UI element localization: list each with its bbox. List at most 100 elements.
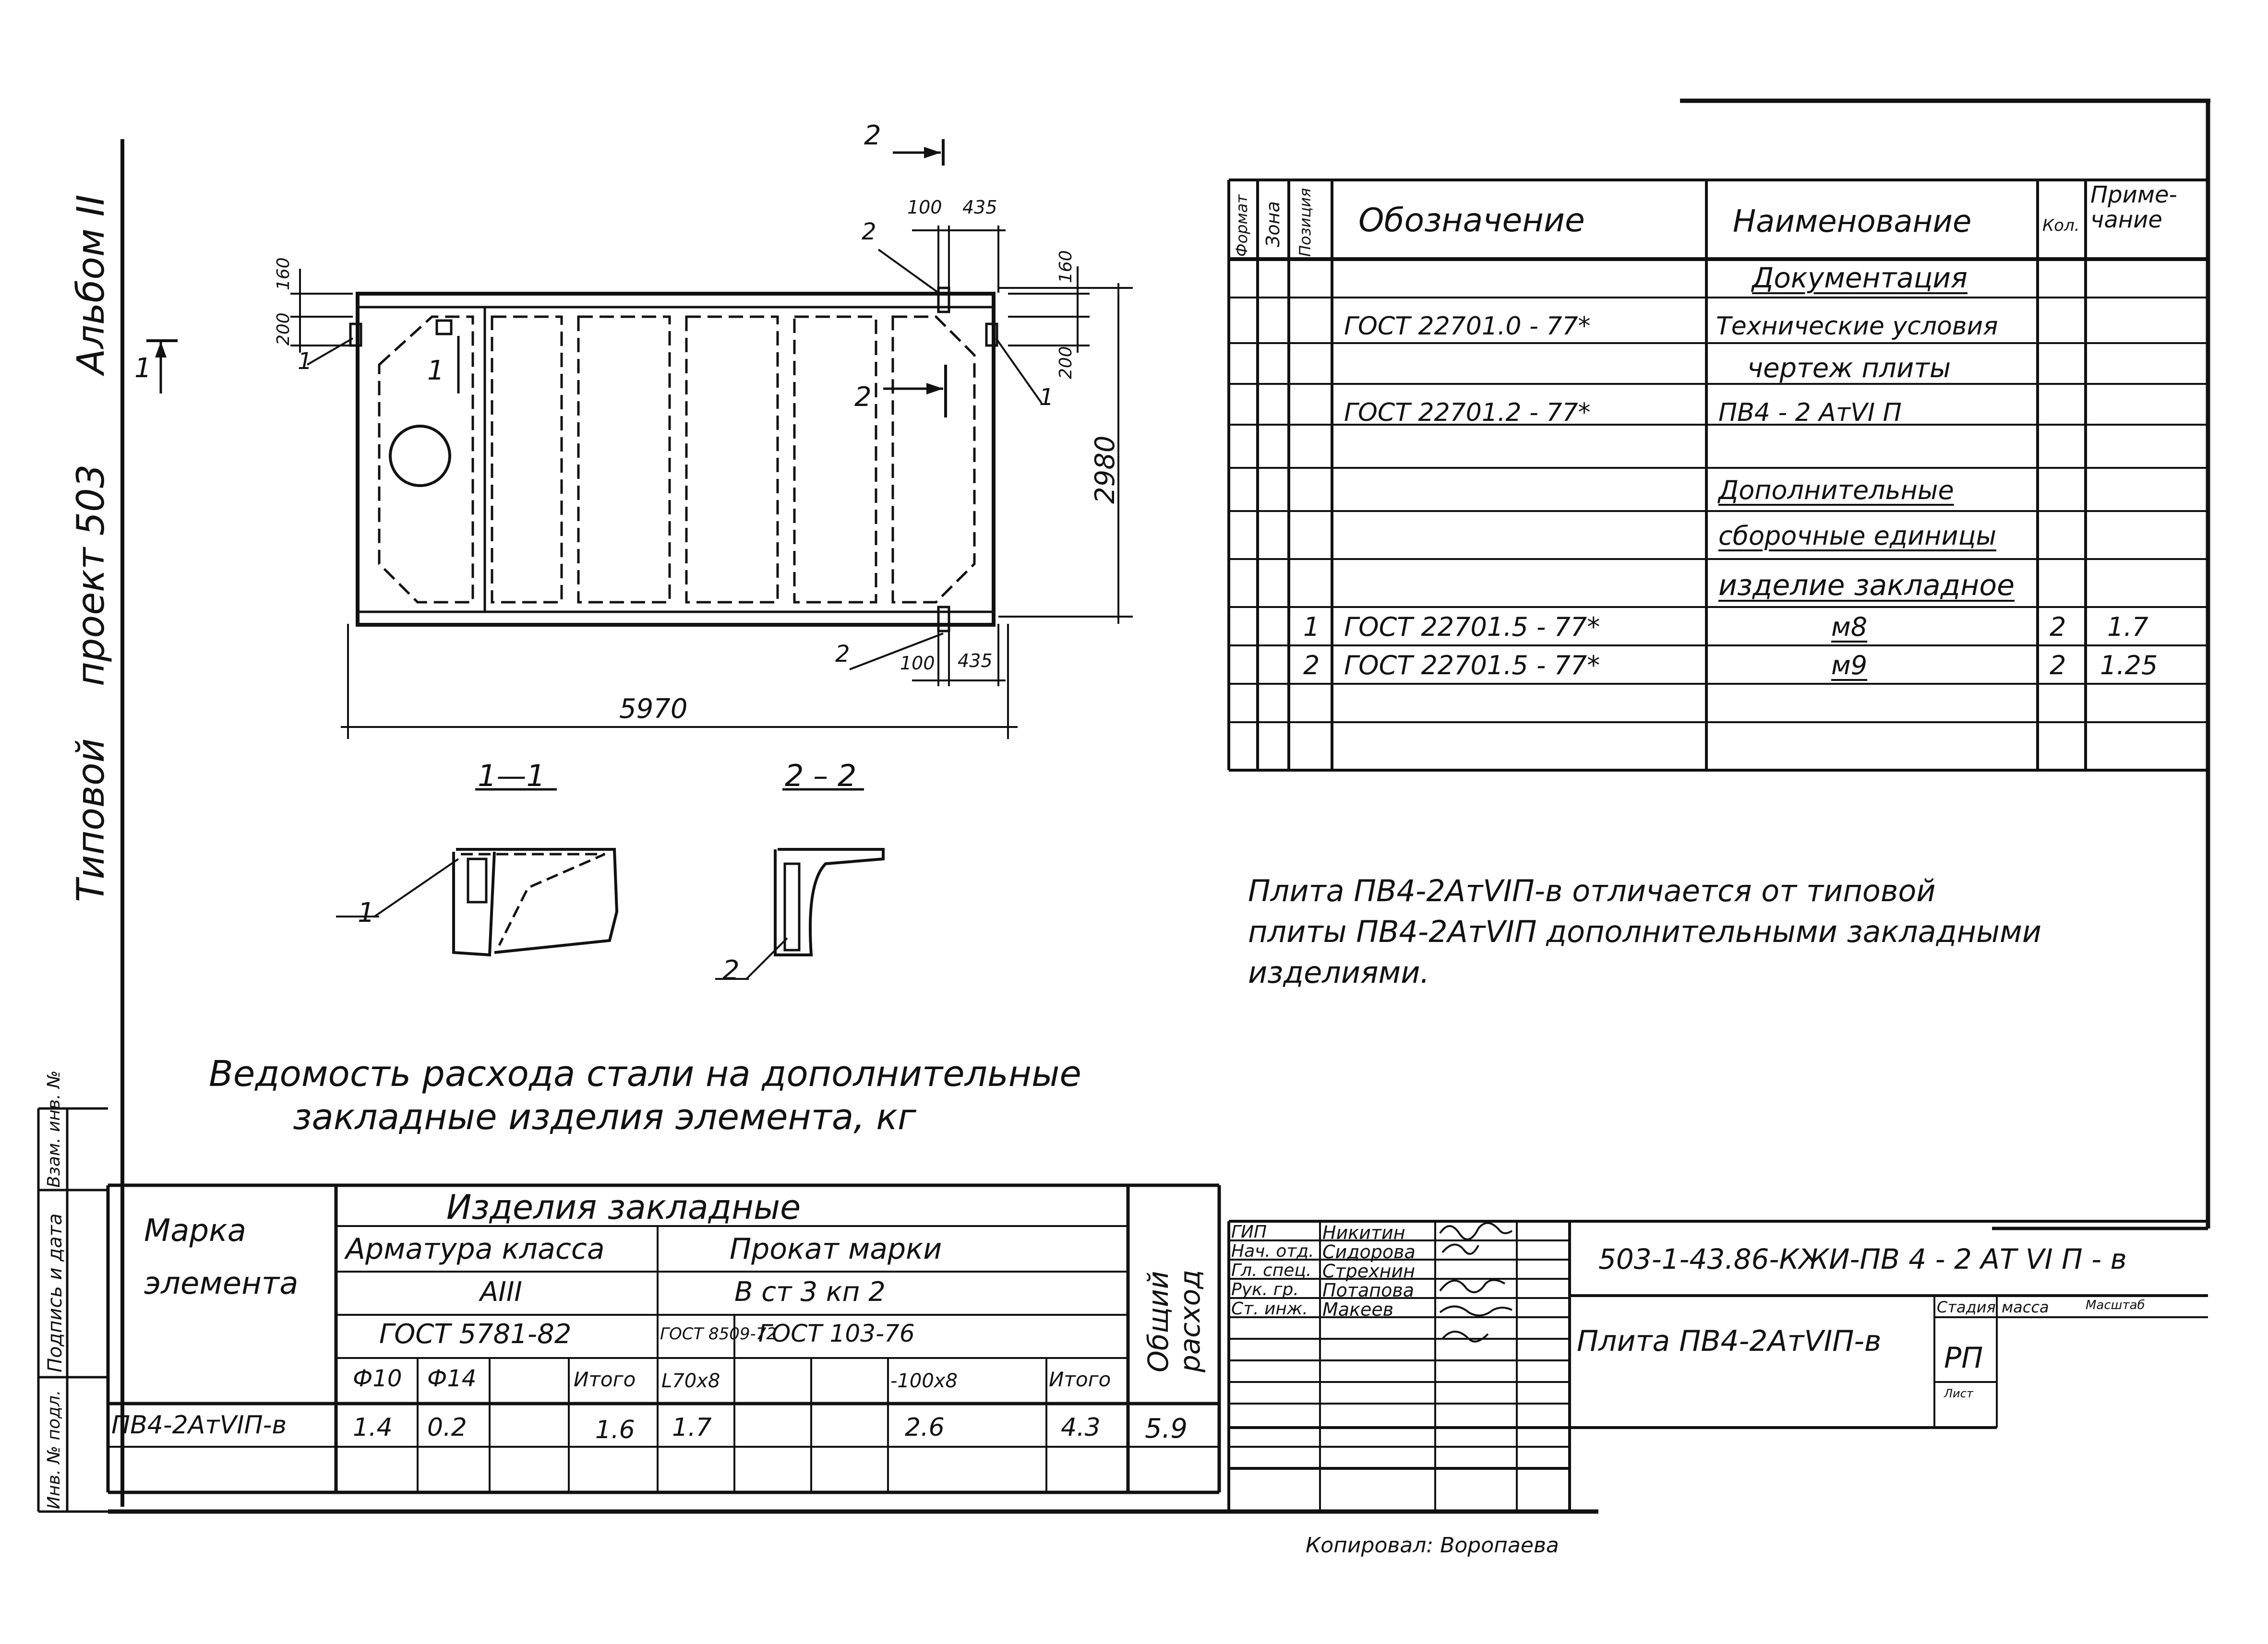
steel-rolled-grade: В ст 3 кп 2 [734,1276,886,1308]
tb-name-2: Сидорова [1322,1241,1416,1263]
spec-row-9-note: 1.7 [2107,612,2148,642]
section-arrow-2-top: 2 [864,120,881,151]
section-arrow-1-inner: 1 [427,355,444,386]
callout-1-left: 1 [298,348,312,375]
tb-doc-name: Плита ПВ4-2АтVIП-в [1577,1324,1882,1358]
spec-row-10-note: 1.25 [2100,650,2158,680]
side-title-album: Альбом II [70,194,113,374]
tb-stage-value: РП [1944,1341,1983,1375]
spec-row-9-designation: ГОСТ 22701.5 - 77* [1344,612,1600,642]
tb-doc-code: 503-1-43.86-КЖИ-ПВ 4 - 2 АТ VI П - в [1598,1243,2127,1275]
spec-row-9-pos: 1 [1303,612,1320,642]
spec-row-2-name: Технические условия [1716,312,1998,341]
spec-row-10-name: м9 [1831,650,1868,680]
tb-stage-label: Стадия [1937,1298,1996,1316]
spec-header-format: Формат [1233,194,1251,257]
spec-header-name: Наименование [1733,204,1972,239]
steel-row-f10: 1.4 [353,1413,393,1442]
steel-row-s100: 2.6 [905,1413,945,1442]
tb-sheet-label: Лист [1944,1387,1973,1400]
spec-header-designation: Обозначение [1358,202,1585,239]
spec-row-7-name: сборочные единицы [1718,521,1997,551]
steel-total-header: Общий расход [1142,1269,1206,1372]
dim-100-bottom: 100 [900,653,935,674]
tb-role-3: Гл. спец. [1231,1261,1312,1280]
dim-5970: 5970 [619,693,688,725]
spec-row-10-designation: ГОСТ 22701.5 - 77* [1344,650,1600,680]
spec-row-10-pos: 2 [1303,650,1320,680]
tb-name-4: Потапова [1322,1280,1415,1301]
tb-name-1: Никитин [1322,1222,1405,1243]
spec-header-position: Позиция [1296,188,1314,257]
dim-2980: 2980 [1090,435,1121,504]
dim-200-left: 200 [274,312,293,345]
section-1-title: 1—1 [478,758,545,793]
spec-row-9-name: м8 [1831,612,1868,642]
dim-160-right: 160 [1056,250,1076,283]
spec-row-1-name: Документация [1752,262,1968,294]
spec-header-note: Приме- чание [2090,181,2177,233]
steel-mark-header: Марка элемента [144,1213,299,1301]
tb-role-1: ГИП [1231,1222,1267,1242]
dim-435-bottom: 435 [958,650,993,671]
steel-subcol-rolled-total: Итого [1049,1368,1111,1391]
tb-role-2: Нач. отд. [1231,1241,1314,1261]
spec-row-9-qty: 2 [2050,612,2066,642]
steel-rolled-header: Прокат марки [730,1232,942,1266]
tb-role-4: Рук. гр. [1231,1280,1299,1299]
steel-title-line-2: закладные изделия элемента, кг [293,1096,916,1138]
dim-200-right: 200 [1056,346,1076,379]
steel-row-mark: ПВ4-2АтVIП-в [111,1411,287,1440]
steel-rolled-gost-2: ГОСТ 103-76 [758,1320,915,1347]
steel-subcol-l70: L70x8 [661,1370,720,1392]
tb-name-3: Стрехнин [1322,1261,1416,1282]
dim-100-top: 100 [907,197,942,218]
spec-header-zone: Зона [1262,201,1284,247]
spec-row-2-designation: ГОСТ 22701.0 - 77* [1344,312,1591,341]
stamp-sign-date: Подпись и дата [44,1213,66,1372]
steel-row-rolled-total: 4.3 [1061,1413,1101,1442]
steel-subcol-s100: -100x8 [890,1370,958,1392]
tb-scale-label: Масштаб [2086,1298,2145,1312]
steel-rebar-gost: ГОСТ 5781-82 [379,1319,572,1350]
steel-row-l70: 1.7 [672,1413,712,1442]
steel-subcol-f10: Ф10 [353,1365,402,1392]
note-line-1: Плита ПВ4-2АтVIП-в отличается от типовой [1248,873,1936,908]
spec-row-6-name: Дополнительные [1718,475,1954,505]
section-arrow-2-inner: 2 [854,381,872,413]
steel-rolled-gost-1: ГОСТ 8509-72 [660,1324,777,1344]
steel-title-line-1: Ведомость расхода стали на дополнительны… [209,1053,1081,1095]
spec-row-10-qty: 2 [2050,650,2066,680]
spec-row-3-name: чертеж плиты [1747,353,1951,384]
steel-subcol-f14: Ф14 [427,1365,477,1392]
spec-row-4-designation: ГОСТ 22701.2 - 77* [1344,398,1591,427]
tb-mass-label: масса [2002,1298,2049,1316]
steel-row-total: 5.9 [1145,1413,1188,1444]
steel-row-rebar-total: 1.6 [595,1416,635,1444]
spec-row-4-name: ПВ4 - 2 АтVI П [1718,398,1902,427]
note-line-2: плиты ПВ4-2АтVIП дополнительными закладн… [1248,914,2042,949]
steel-row-f14: 0.2 [427,1413,467,1442]
tb-name-5: Макеев [1322,1299,1394,1320]
section-arrow-1-left: 1 [134,353,152,384]
signature-scribbles [1439,1222,1513,1343]
section-2-callout: 2 [722,955,740,986]
steel-subcol-rebar-total: Итого [574,1368,636,1391]
section-2-title: 2 – 2 [785,758,857,793]
callout-2-top: 2 [862,218,876,245]
stamp-replace-inv: Взам. инв. № [44,1070,64,1188]
spec-header-qty: Кол. [2042,216,2080,235]
callout-2-bottom: 2 [835,641,850,667]
steel-rebar-class: AIII [480,1276,522,1308]
side-title-project: проект 503 [70,464,113,686]
side-title-typical: Типовой [70,738,113,902]
copied-by: Копировал: Воропаева [1306,1533,1559,1558]
section-1-callout: 1 [358,897,375,929]
dim-160-left: 160 [274,257,293,290]
stamp-inv-orig: Инв. № подл. [44,1390,64,1509]
steel-embedded-header: Изделия закладные [446,1188,801,1227]
note-line-3: изделиями. [1248,955,1430,990]
callout-1-right: 1 [1039,384,1054,411]
dim-435-top: 435 [962,197,997,218]
